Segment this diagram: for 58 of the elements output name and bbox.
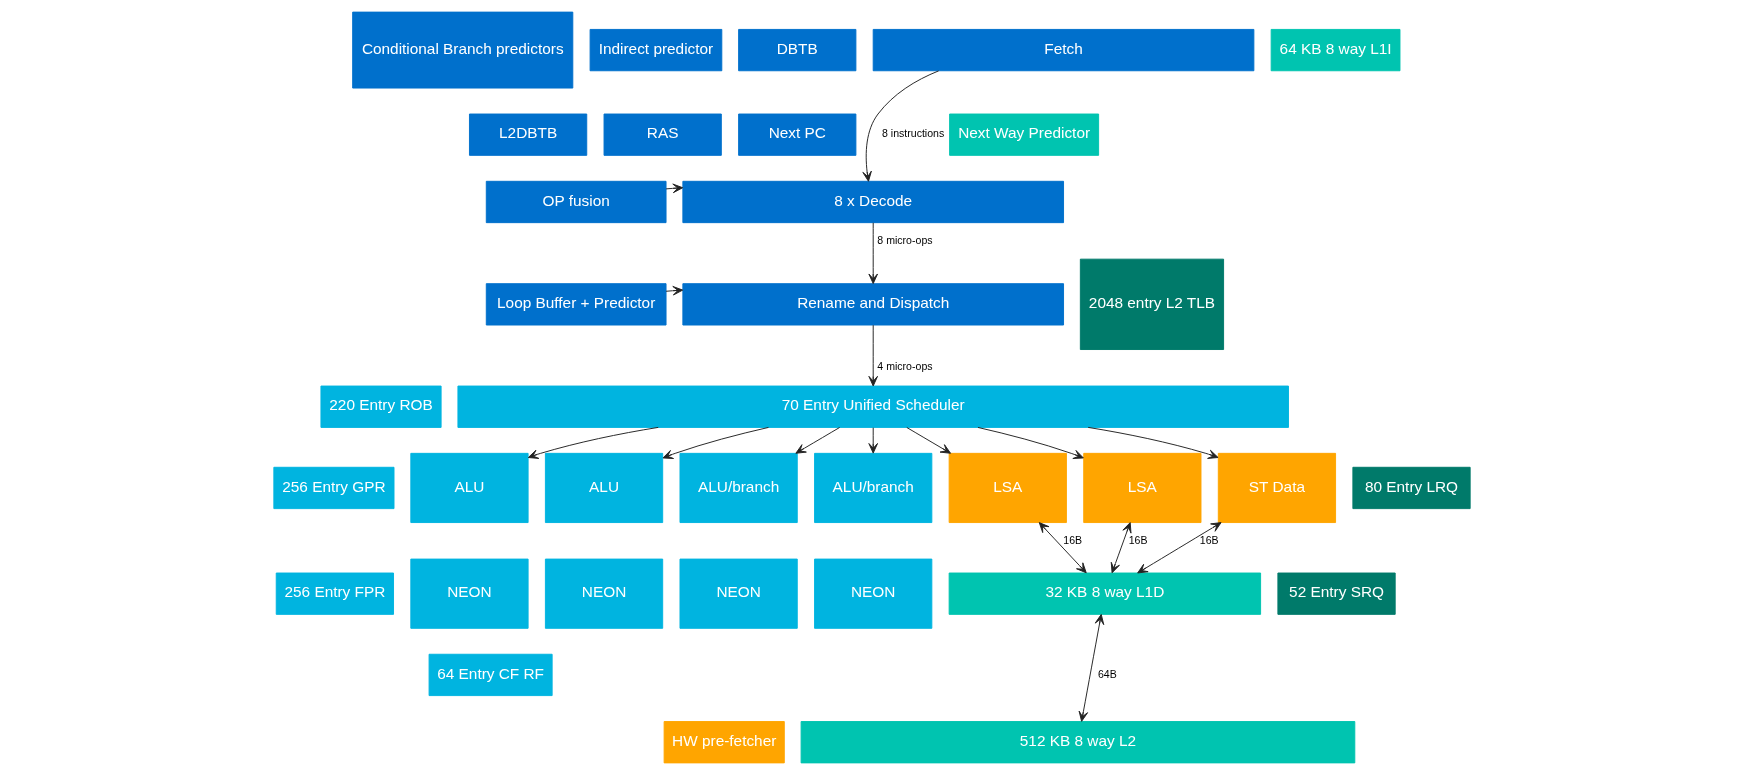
node-box: 8 x Decode <box>682 180 1064 224</box>
node-box: NEON <box>410 558 529 629</box>
edge-label: 4 micro-ops <box>877 360 933 373</box>
node-box: 52 Entry SRQ <box>1277 572 1396 615</box>
node-box: 64 KB 8 way L1I <box>1270 28 1401 72</box>
node-box: L2DBTB <box>469 113 588 156</box>
arrow <box>868 427 878 454</box>
arrow <box>977 426 1084 459</box>
node-box: 64 Entry CF RF <box>428 653 553 697</box>
node-box: HW pre-fetcher <box>663 721 785 764</box>
node-box: 2048 entry L2 TLB <box>1079 258 1225 350</box>
node-box: Next Way Predictor <box>949 113 1100 156</box>
edge-label: 8 instructions <box>881 127 945 140</box>
node-box: NEON <box>544 558 664 629</box>
arrow <box>665 183 684 194</box>
edge-label: 64B <box>1097 667 1117 680</box>
node-box: NEON <box>679 558 798 629</box>
arrow <box>906 427 951 454</box>
node-box: Next PC <box>738 113 857 156</box>
arrow <box>527 426 659 459</box>
node-box: LSA <box>1083 452 1202 524</box>
node-box: RAS <box>603 113 722 156</box>
node-box: 512 KB 8 way L2 <box>800 721 1356 764</box>
node-box: Conditional Branch predictors <box>352 11 574 89</box>
edge-label: 16B <box>1063 533 1083 546</box>
arrow <box>1087 426 1219 459</box>
node-box: 256 Entry GPR <box>273 466 395 510</box>
node-box: Indirect predictor <box>589 28 723 72</box>
arrow <box>1078 613 1105 722</box>
arrow <box>862 70 940 182</box>
node-box: NEON <box>814 558 933 629</box>
node-box: 256 Entry FPR <box>275 572 394 615</box>
node-box: LSA <box>948 452 1067 524</box>
node-box: Rename and Dispatch <box>682 283 1064 326</box>
node-box: 70 Entry Unified Scheduler <box>457 385 1289 428</box>
arrow <box>1110 522 1132 574</box>
node-box: Fetch <box>872 28 1255 72</box>
node-box: ALU/branch <box>679 452 798 524</box>
arrow <box>665 285 684 296</box>
node-box: 80 Entry LRQ <box>1352 466 1471 510</box>
node-box: ALU <box>410 452 529 524</box>
node-box: OP fusion <box>485 180 667 224</box>
arrow <box>1137 522 1222 574</box>
arrow <box>795 427 841 454</box>
node-box: ALU <box>544 452 664 524</box>
node-box: ALU/branch <box>814 452 933 524</box>
arrow <box>1038 522 1087 574</box>
node-box: DBTB <box>738 28 857 72</box>
node-box: ST Data <box>1217 452 1337 524</box>
node-box: 32 KB 8 way L1D <box>948 572 1262 615</box>
edge-label: 16B <box>1199 533 1219 546</box>
node-box: 220 Entry ROB <box>320 385 442 428</box>
arrow <box>868 222 878 285</box>
arrow <box>868 324 878 387</box>
edge-label: 8 micro-ops <box>877 233 933 246</box>
edge-label: 16B <box>1128 533 1148 546</box>
node-box: Loop Buffer + Predictor <box>485 283 667 326</box>
arrow <box>662 426 769 459</box>
